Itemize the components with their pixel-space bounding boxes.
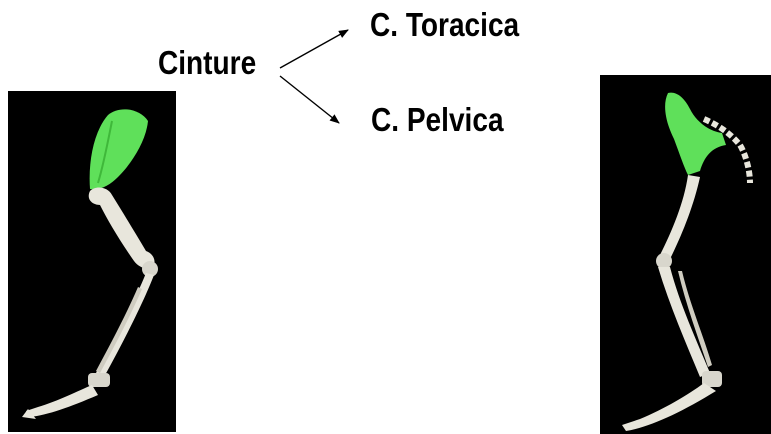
- pelvis-shape: [665, 92, 726, 175]
- tail-vertebrae-shape: [702, 116, 753, 184]
- cinture-label: Cinture: [158, 44, 257, 81]
- tibia-fibula-shape: [658, 267, 710, 377]
- arrow-to-pelvic: [279, 75, 340, 124]
- arrow-to-thoracic: [279, 29, 349, 69]
- humerus-shape: [88, 187, 155, 269]
- thoracic-girdle-label: C. Toracica: [370, 6, 520, 43]
- femur-shape: [660, 175, 700, 259]
- scapula-shape: [89, 109, 148, 190]
- hindlimb-skeleton-image: [600, 75, 771, 434]
- forelimb-skeleton-image: [8, 91, 176, 432]
- paw-shape: [26, 385, 98, 417]
- pelvic-girdle-label: C. Pelvica: [371, 101, 504, 138]
- foot-shape: [622, 383, 716, 431]
